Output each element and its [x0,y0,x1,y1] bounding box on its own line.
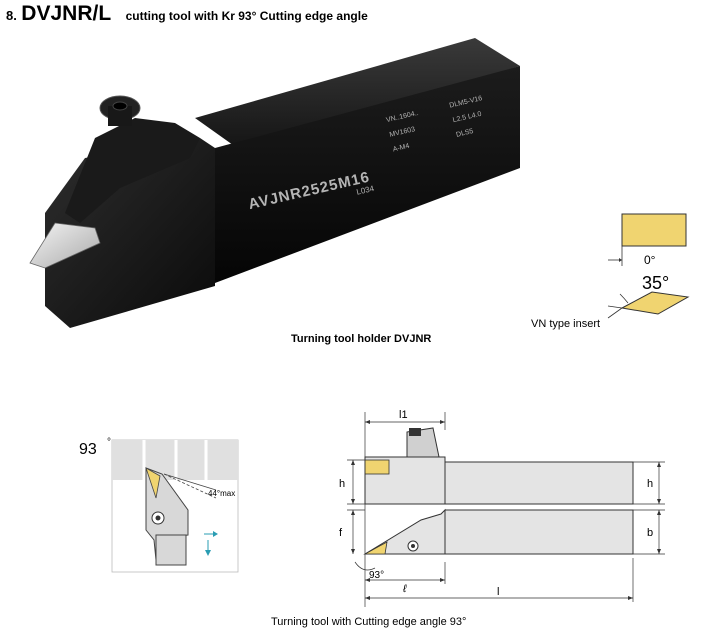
diagram-annotation: 44°max [208,489,235,498]
bottom-view-insert [364,541,388,555]
insert-angle-top: 0° [644,253,656,267]
insert-diagram: 0° 35° [607,213,690,319]
product-description: cutting tool with Kr 93° Cutting edge an… [125,9,368,23]
label-ell: ℓ [402,583,407,595]
top-view-shank [444,461,634,505]
insert-side-view [621,213,687,247]
label-b: b [647,527,653,539]
photo-caption: Turning tool holder DVJNR [291,333,432,345]
dimension-drawing: l1 h h f b 93° ℓ l [339,409,665,607]
cutting-angle-diagram: 44°max 93 ° [79,437,239,573]
engraved-label-6: DLS5 [456,128,475,139]
clamp [65,118,200,223]
label-h-left: h [339,478,345,490]
label-l: l [497,586,499,598]
label-f: f [339,527,343,539]
page-heading: 8. DVJNR/L cutting tool with Kr 93° Cutt… [6,2,368,26]
diagram-insert [145,467,161,499]
label-l1: l1 [399,409,408,421]
shank-front-face [215,66,520,283]
bottom-view-shank [444,509,634,555]
section-number: 8. [6,8,17,23]
diagram-angle-degree: ° [107,437,111,448]
label-h-right: h [647,478,653,490]
product-code: DVJNR/L [21,2,112,25]
insert-top-view [620,291,690,315]
insert-caption: VN type insert [531,318,601,330]
drawing-caption: Turning tool with Cutting edge angle 93° [271,616,467,628]
cutting-insert [29,222,101,269]
engraved-label-3: A-M4 [392,143,410,154]
diagram-angle-value: 93 [79,441,97,458]
engraved-sub: L034 [356,184,376,197]
insert-angle-bottom: 35° [642,273,669,293]
label-angle: 93° [369,570,384,581]
shank-top-face [195,38,520,150]
tool-holder-photo: AVJNR2525M16 L034 VN..1604.. MV1603 A-M4… [29,38,520,328]
top-view-insert [364,459,390,475]
